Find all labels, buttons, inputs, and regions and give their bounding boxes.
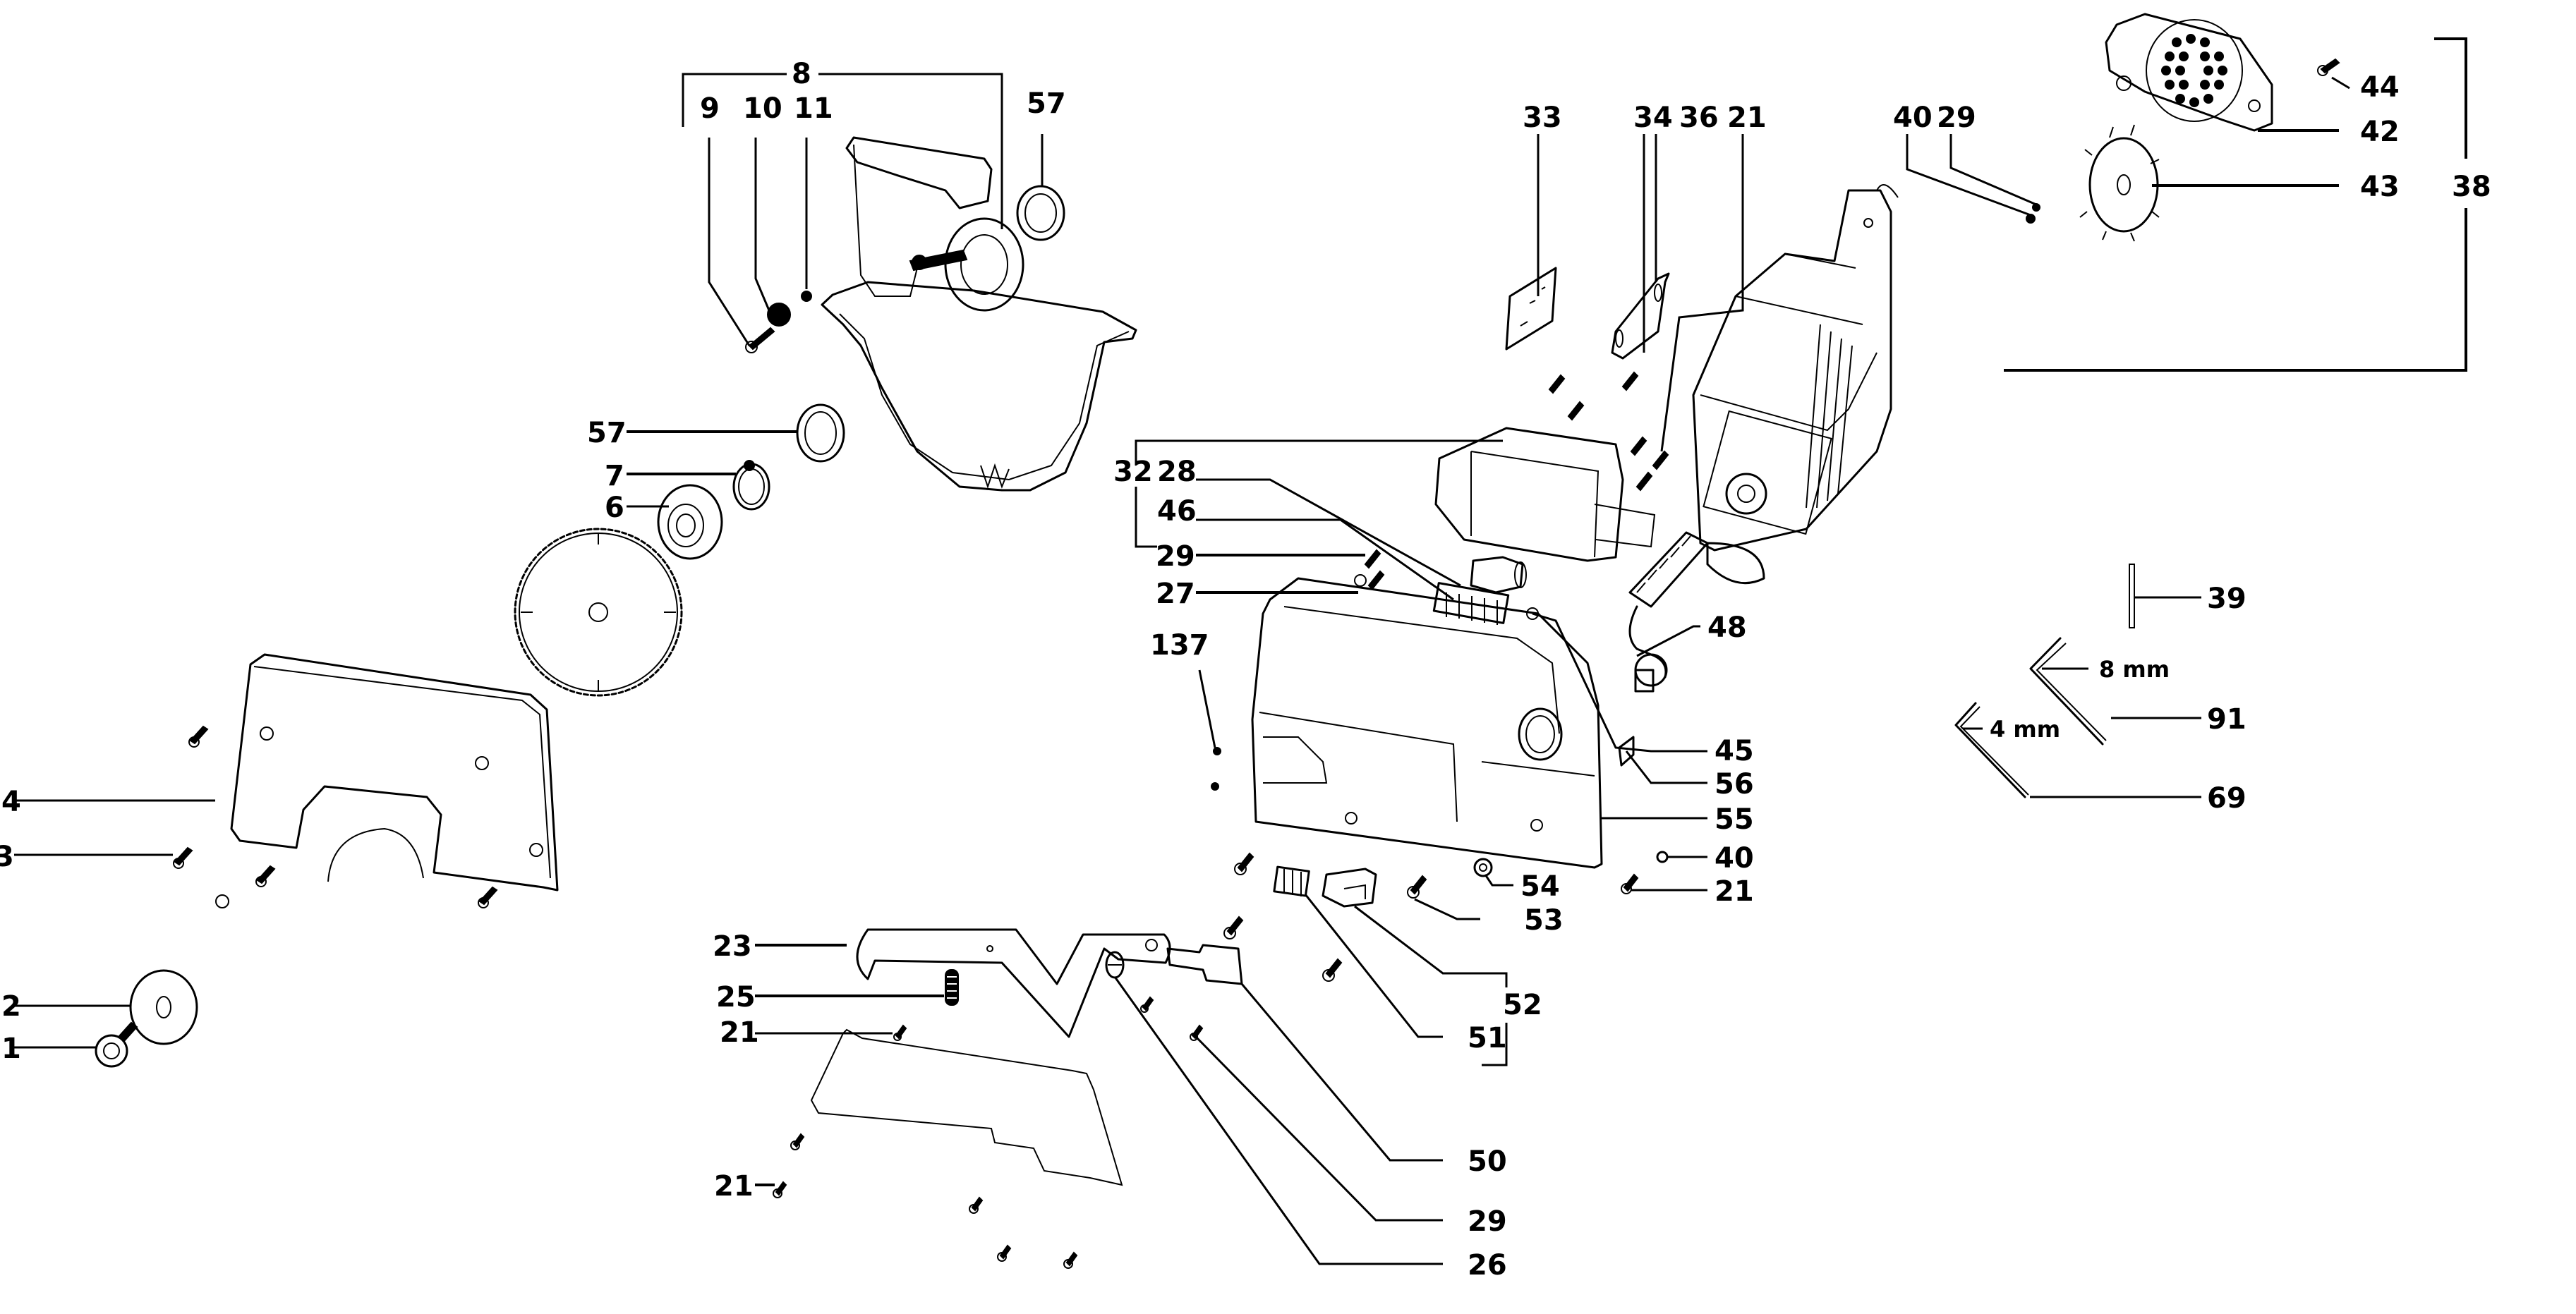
callout-26: 26: [1468, 1249, 1507, 1282]
callout-27: 27: [1156, 578, 1195, 610]
callout-43: 43: [2360, 171, 2400, 203]
lower-screws: [773, 996, 1204, 1269]
cooling-fan: [2079, 124, 2160, 242]
callout-2: 2: [1, 990, 21, 1023]
callout-56: 56: [1715, 768, 1754, 801]
callout-40-fan: 40: [1893, 102, 1933, 134]
callout-38: 38: [2452, 171, 2491, 203]
callout-21-lever: 21: [720, 1016, 759, 1049]
callout-10: 10: [743, 92, 782, 125]
switch-box-cover: [1434, 427, 1656, 562]
switch-box-screws: [1211, 371, 1669, 791]
spring: [945, 969, 959, 1006]
callout-28: 28: [1157, 456, 1197, 488]
callout-40-base: 40: [1715, 842, 1754, 875]
guard-hardware: [745, 291, 812, 353]
mounting-plate: [1505, 267, 1557, 351]
hex-key-4mm: [1954, 702, 2029, 798]
callout-3: 3: [0, 841, 14, 873]
hex-key-8mm-size: 8 mm: [2099, 656, 2170, 683]
callout-34: 34: [1633, 102, 1673, 134]
callout-45: 45: [1715, 735, 1754, 767]
callout-53: 53: [1524, 904, 1564, 937]
callout-7: 7: [605, 460, 624, 492]
bottom-cover-plate: [810, 1028, 1123, 1186]
retaining-ring: [732, 460, 770, 511]
power-cord: [1628, 531, 1765, 693]
hex-key-4mm-size: 4 mm: [1990, 716, 2060, 743]
callout-6: 6: [605, 492, 624, 524]
callout-21-bracket: 21: [1727, 102, 1767, 134]
callout-44: 44: [2360, 71, 2400, 104]
callout-91: 91: [2207, 703, 2247, 736]
callout-51: 51: [1468, 1022, 1507, 1054]
cord-clamp: [1618, 736, 1635, 767]
spacer-washer-lower: [796, 403, 845, 463]
callout-8: 8: [792, 58, 811, 90]
callout-29-switch: 29: [1156, 540, 1195, 573]
leader-lines: [14, 37, 2467, 1265]
switch-parts: [1223, 851, 1669, 982]
fan-cover-grill: [2161, 34, 2227, 107]
lever-arm: [856, 928, 1171, 1038]
callout-55: 55: [1715, 803, 1754, 836]
fan-cover-screw: [2317, 58, 2340, 76]
outer-flange: [129, 969, 198, 1045]
callout-36: 36: [1679, 102, 1719, 134]
callout-50: 50: [1468, 1145, 1507, 1178]
clamp-bar: [1611, 272, 1670, 360]
callout-32: 32: [1113, 456, 1153, 488]
switch-bracket-plate: [1166, 944, 1243, 985]
motor-housing-base: [1251, 577, 1603, 869]
callout-137: 137: [1150, 629, 1209, 662]
callout-39: 39: [2207, 583, 2247, 615]
motor: [1692, 184, 1899, 552]
spacer-washer-upper: [1016, 185, 1065, 241]
callout-labels: 1 2 3 4 57 7 6 8 9 10 11 57 23 25 21 21 …: [0, 58, 2491, 1282]
callout-29-lower: 29: [1468, 1205, 1507, 1238]
arbor-bolt: [95, 1021, 138, 1068]
callout-69: 69: [2207, 782, 2247, 815]
callout-9: 9: [700, 92, 720, 125]
callout-25: 25: [716, 981, 756, 1014]
callout-4: 4: [1, 786, 21, 818]
hex-key-8mm: [2029, 637, 2107, 746]
callout-46: 46: [1157, 495, 1197, 528]
callout-54: 54: [1520, 870, 1560, 903]
callout-29-fan: 29: [1937, 102, 1976, 134]
callout-11: 11: [794, 92, 833, 125]
callout-33: 33: [1523, 102, 1562, 134]
callout-1: 1: [1, 1033, 21, 1065]
motor-fan-cover: [2105, 13, 2273, 132]
lower-blade-guard: [215, 653, 559, 908]
guard-screws: [173, 725, 498, 908]
callout-57-lower: 57: [587, 417, 627, 449]
saw-blade: [514, 528, 683, 697]
callout-21-base: 21: [1715, 875, 1754, 908]
inner-flange: [657, 484, 723, 560]
t-wrench: [2129, 564, 2201, 628]
callout-52: 52: [1503, 989, 1542, 1021]
callout-48: 48: [1707, 612, 1747, 644]
upper-blade-guard: [821, 136, 1137, 492]
callout-42: 42: [2360, 116, 2400, 148]
callout-21-plate: 21: [714, 1170, 754, 1203]
capacitor: [1470, 556, 1527, 594]
callout-23: 23: [713, 930, 752, 963]
callout-57-upper: 57: [1027, 87, 1066, 120]
